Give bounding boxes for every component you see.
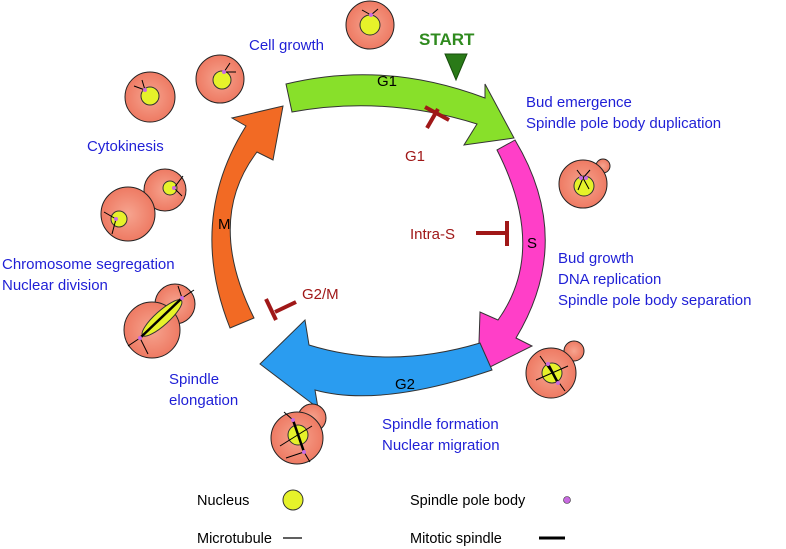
label-bud-growth: Bud growth xyxy=(558,250,634,267)
label-spb-separation: Spindle pole body separation xyxy=(558,292,751,309)
start-arrow-icon xyxy=(444,53,468,82)
label-spb-duplication: Spindle pole body duplication xyxy=(526,115,721,132)
cell-growth-cell xyxy=(345,0,395,50)
phase-label-m: M xyxy=(218,216,231,233)
g2m-checkpoint: G2/M xyxy=(264,286,339,321)
nuclear-division-cell xyxy=(100,168,187,242)
g1-checkpoint-label: G1 xyxy=(405,148,425,165)
bud-growth-cell xyxy=(525,340,585,399)
phase-label-g2: G2 xyxy=(395,376,415,393)
spindle-formation-cell xyxy=(270,403,327,465)
label-chromosome-segregation: Chromosome segregation xyxy=(2,256,175,273)
label-nuclear-division: Nuclear division xyxy=(2,277,108,294)
legend-spb-icon xyxy=(563,496,571,504)
g2-phase-arrow xyxy=(259,318,493,410)
legend-nucleus-icon xyxy=(282,489,304,511)
g1-checkpoint: G1 xyxy=(405,105,450,165)
label-elongation: elongation xyxy=(169,392,238,409)
phase-label-g1: G1 xyxy=(377,73,397,90)
m-phase-arrow xyxy=(211,105,284,329)
cytokinesis-cell-right xyxy=(195,54,245,104)
g2m-checkpoint-label: G2/M xyxy=(302,286,339,303)
label-cell-growth: Cell growth xyxy=(249,37,324,54)
label-dna-replication: DNA replication xyxy=(558,271,661,288)
intra-s-checkpoint-label: Intra-S xyxy=(410,226,455,243)
s-phase-arrow xyxy=(477,139,546,374)
legend-nucleus-label: Nucleus xyxy=(197,493,249,509)
label-spindle-formation: Spindle formation xyxy=(382,416,499,433)
legend: Nucleus Spindle pole body Microtubule Mi… xyxy=(197,489,571,547)
start-label: START xyxy=(419,30,475,49)
label-nuclear-migration: Nuclear migration xyxy=(382,437,500,454)
legend-mitotic-spindle-label: Mitotic spindle xyxy=(410,531,502,547)
intra-s-checkpoint: Intra-S xyxy=(410,221,509,246)
spindle-elongation-cell xyxy=(123,283,196,359)
cytokinesis-cell-left xyxy=(124,71,176,123)
g1-phase-arrow xyxy=(285,74,515,146)
label-bud-emergence: Bud emergence xyxy=(526,94,632,111)
bud-emergence-cell xyxy=(558,158,611,209)
legend-spb-label: Spindle pole body xyxy=(410,493,526,509)
phase-label-s: S xyxy=(527,235,537,252)
label-spindle: Spindle xyxy=(169,371,219,388)
legend-microtubule-label: Microtubule xyxy=(197,531,272,547)
label-cytokinesis: Cytokinesis xyxy=(87,138,164,155)
